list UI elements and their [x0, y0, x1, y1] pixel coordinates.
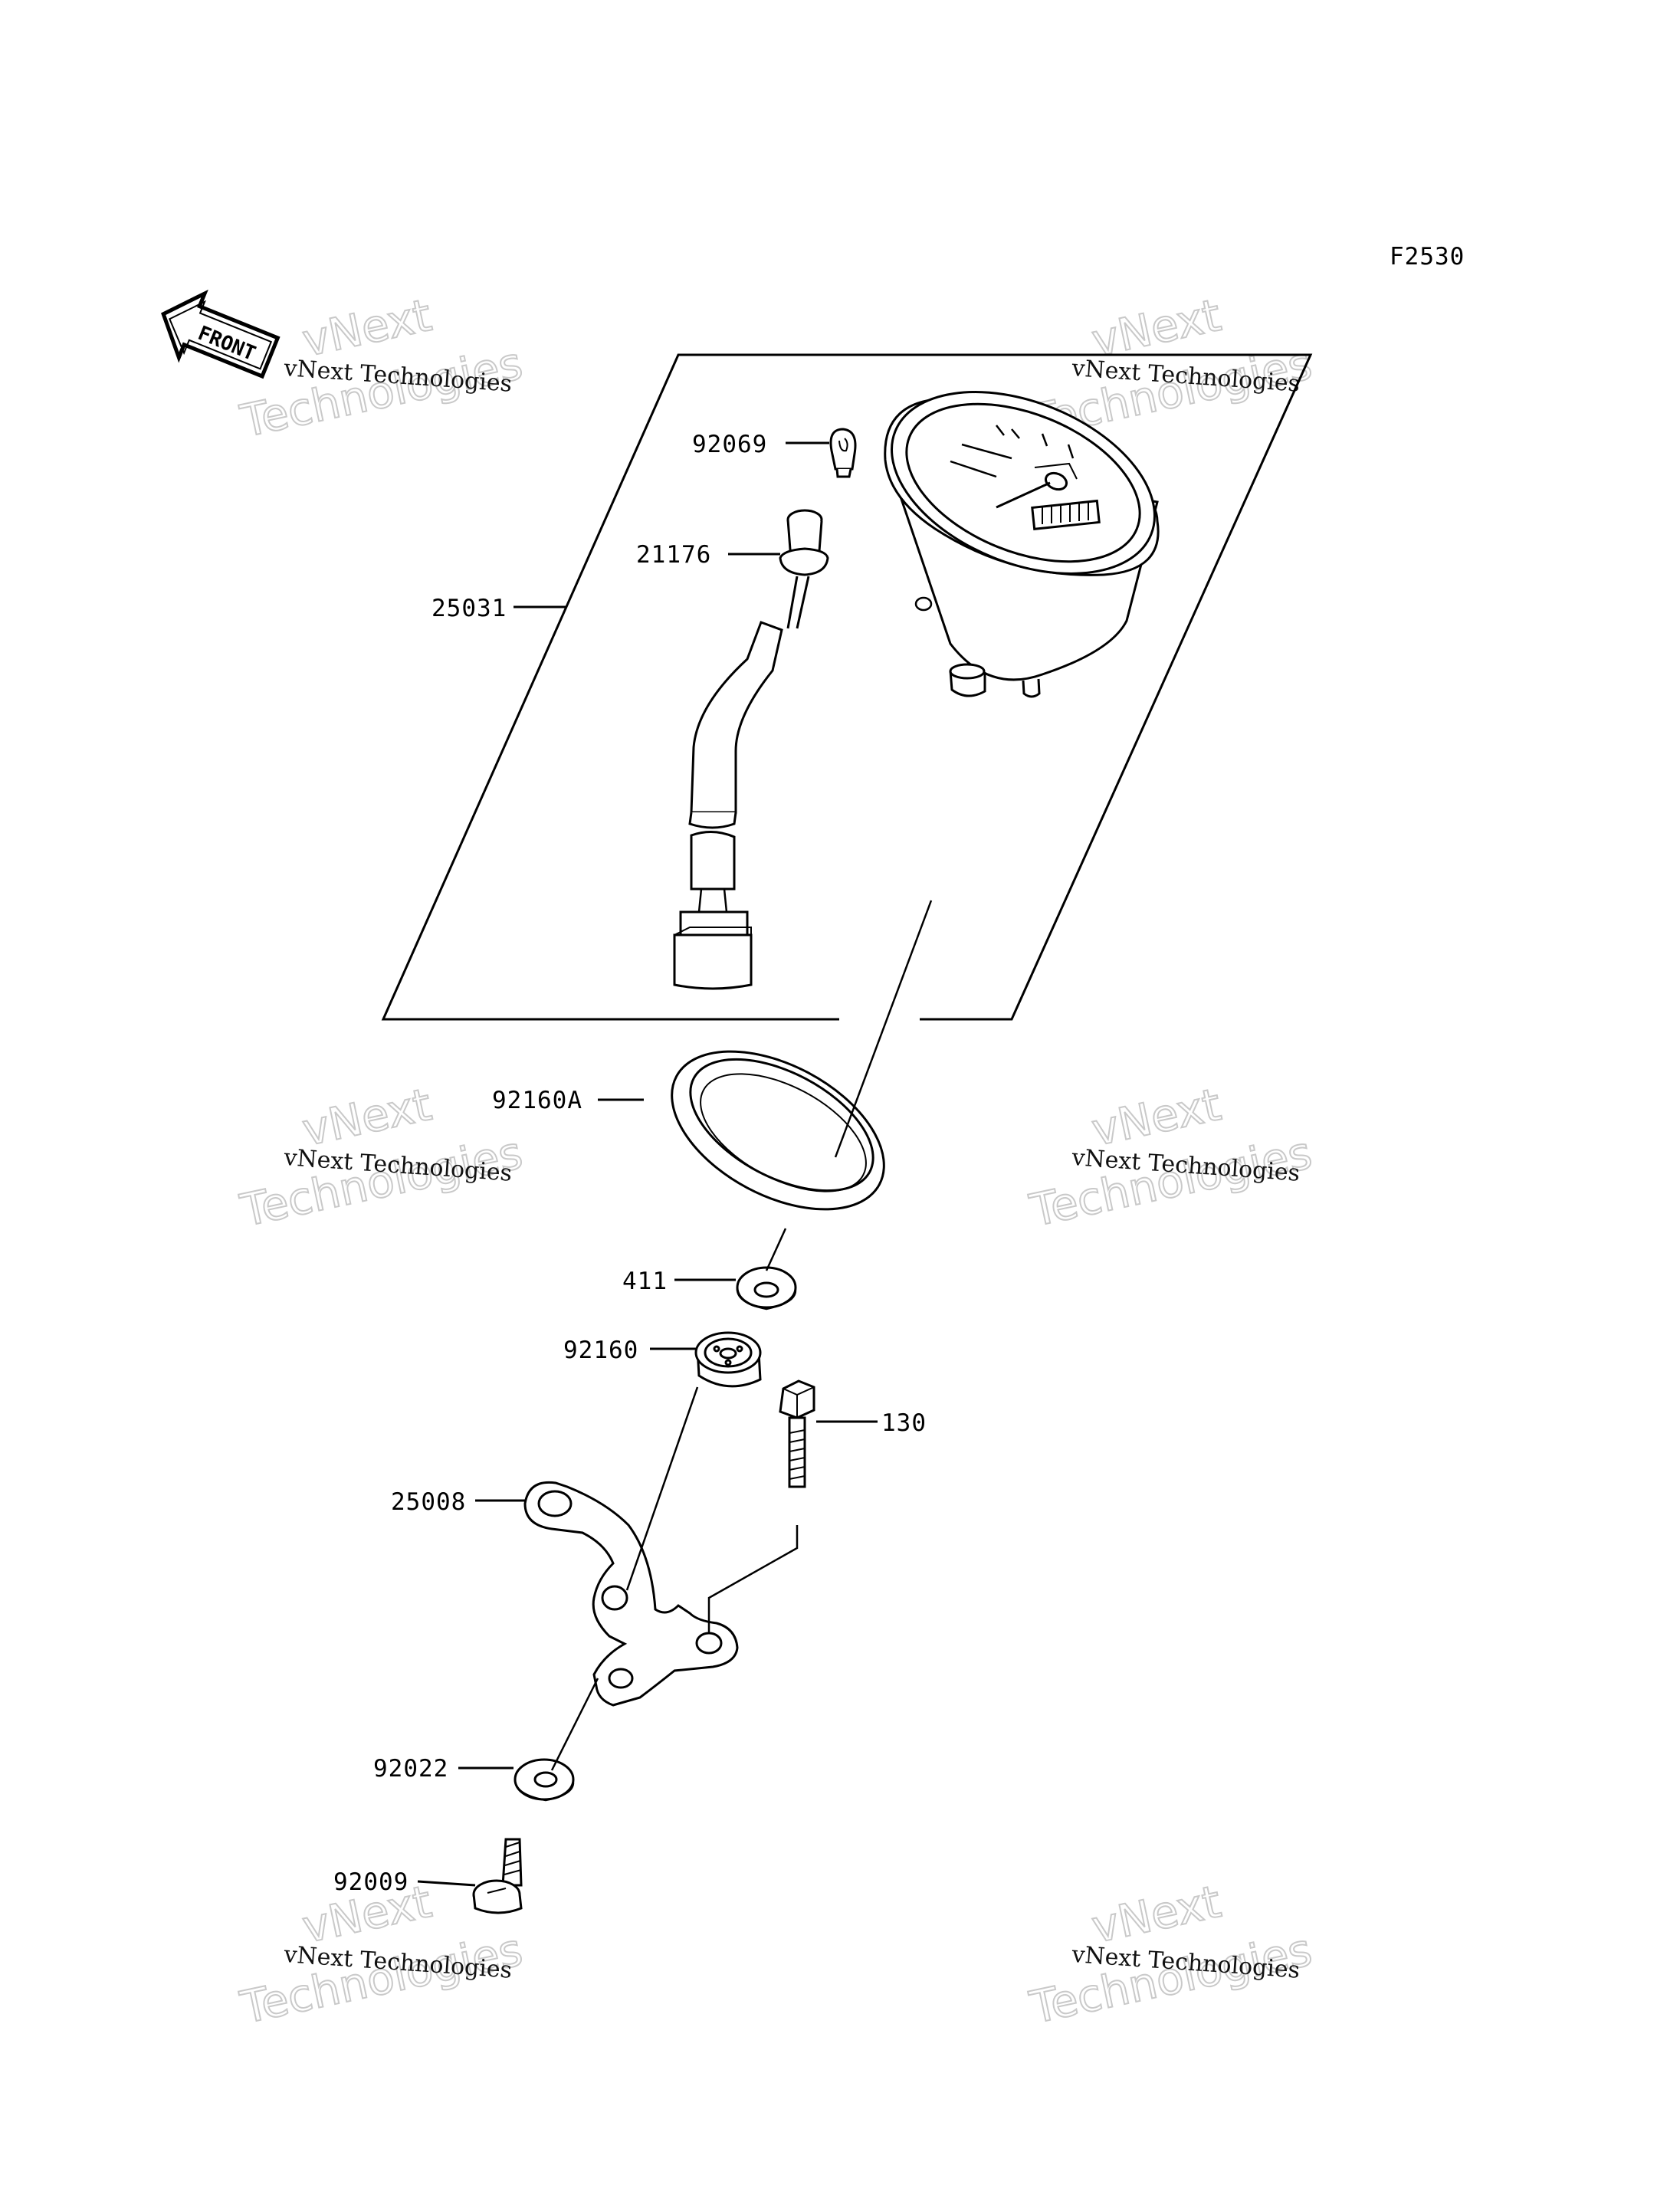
washer-411-icon [736, 1266, 797, 1310]
bracket-25008-icon [523, 1481, 739, 1707]
socket-cable-21176-icon [673, 509, 829, 990]
part-label-92022: 92022 [373, 1755, 448, 1783]
washer-92022-icon [514, 1758, 575, 1802]
speedometer-icon [884, 391, 1160, 698]
bolt-130-icon [779, 1379, 815, 1488]
part-label-92160a: 92160A [492, 1087, 582, 1114]
front-arrow-icon: FRONT [161, 289, 281, 379]
watermark-bottom-right: vNext Technologies vNext Technologies [1025, 1875, 1317, 2035]
leader-lines [417, 441, 933, 1887]
part-label-25031: 25031 [431, 595, 507, 622]
watermark-mid-right: vNext Technologies vNext Technologies [1025, 1078, 1317, 1238]
part-label-92160: 92160 [563, 1337, 638, 1364]
bulb-92069-icon [829, 428, 857, 478]
watermark-top-left: vNext Technologies vNext Technologies [235, 288, 528, 448]
screw-92009-icon [472, 1838, 523, 1914]
part-label-130: 130 [881, 1409, 927, 1437]
part-label-92009: 92009 [333, 1868, 409, 1896]
part-label-25008: 25008 [391, 1488, 466, 1516]
part-label-411: 411 [622, 1268, 668, 1295]
svg-text:vNext: vNext [298, 289, 436, 367]
assembly-outline [381, 353, 1313, 1021]
part-label-21176: 21176 [636, 541, 711, 569]
part-label-92069: 92069 [692, 431, 767, 458]
svg-text:vNext: vNext [298, 1078, 436, 1156]
watermark-mid-left: vNext Technologies vNext Technologies [235, 1078, 528, 1238]
figure-code: F2530 [1390, 243, 1465, 271]
svg-text:vNext: vNext [1088, 1078, 1226, 1156]
grommet-92160a-icon [671, 1050, 885, 1211]
svg-text:vNext: vNext [1088, 1875, 1226, 1953]
grommet-92160-icon [694, 1331, 762, 1388]
